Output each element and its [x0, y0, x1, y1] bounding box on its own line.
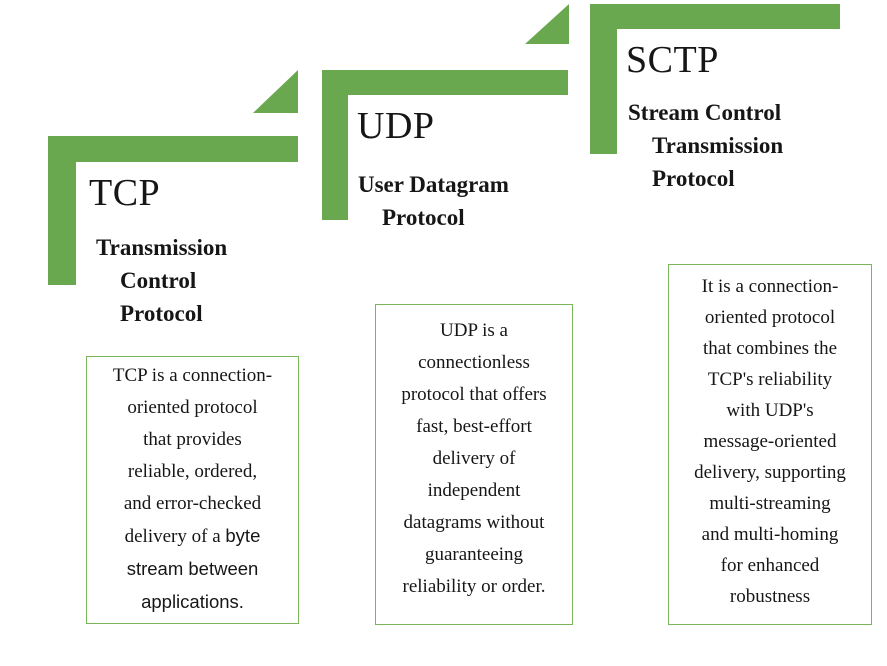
description-line: oriented protocol — [704, 307, 836, 328]
full-name-line: Protocol — [120, 301, 203, 326]
description-line: with UDP's — [726, 400, 814, 421]
description-line: reliable, ordered, — [127, 461, 258, 482]
description-line: that provides — [143, 429, 242, 450]
description-line: TCP's reliability — [707, 369, 833, 390]
description-line: It is a connection- — [701, 276, 839, 297]
full-name-line: Protocol — [382, 205, 465, 230]
corner-bracket-vertical-bar — [590, 4, 617, 154]
description-line: datagrams without — [403, 512, 545, 533]
description-line: message-oriented — [703, 431, 837, 452]
description-line: fast, best-effort — [416, 416, 532, 437]
step-triangle-shape — [525, 4, 569, 44]
protocol-acronym: UDP — [357, 105, 435, 147]
description-line: delivery, supporting — [694, 462, 846, 483]
description-line: connectionless — [418, 352, 530, 373]
description-line: that combines the — [702, 338, 838, 359]
description-line: reliability or order. — [402, 576, 546, 597]
protocol-description-box: It is a connection-oriented protocol that… — [668, 264, 872, 625]
description-line: delivery of — [432, 448, 516, 469]
description-line: and multi-homing — [701, 524, 839, 545]
description-line: protocol that offers — [401, 384, 547, 405]
description-line: stream between — [126, 558, 259, 579]
corner-bracket-vertical-bar — [322, 70, 348, 220]
description-line: delivery of a byte — [124, 525, 261, 547]
corner-bracket-horizontal-bar — [48, 136, 298, 162]
description-line: UDP is a — [440, 320, 508, 341]
description-line: robustness — [729, 586, 811, 607]
description-line: independent — [427, 480, 521, 501]
full-name-line: Control — [120, 268, 197, 293]
full-name-line: User Datagram — [358, 172, 509, 197]
description-line: multi-streaming — [709, 493, 831, 514]
full-name-line: Stream Control — [628, 100, 782, 125]
full-name-line: Transmission — [652, 133, 784, 158]
description-line: applications. — [141, 591, 244, 612]
protocol-acronym: SCTP — [626, 39, 719, 81]
full-name-line: Transmission — [96, 235, 228, 260]
corner-bracket-horizontal-bar — [590, 4, 840, 29]
full-name-line: Protocol — [652, 166, 735, 191]
protocol-description-box: TCP is a connection-oriented protocol tha… — [86, 356, 299, 624]
protocol-acronym: TCP — [89, 172, 161, 214]
description-line: TCP is a connection- — [112, 365, 273, 386]
description-line: and error-checked — [123, 493, 262, 514]
corner-bracket-horizontal-bar — [322, 70, 568, 95]
step-triangle-shape — [253, 70, 298, 113]
description-line: guaranteeing — [424, 544, 524, 565]
protocol-description-box: UDP is a connectionless protocol that offe… — [375, 304, 573, 625]
corner-bracket-vertical-bar — [48, 136, 76, 285]
description-line: for enhanced — [720, 555, 820, 576]
description-line: oriented protocol — [127, 397, 258, 418]
